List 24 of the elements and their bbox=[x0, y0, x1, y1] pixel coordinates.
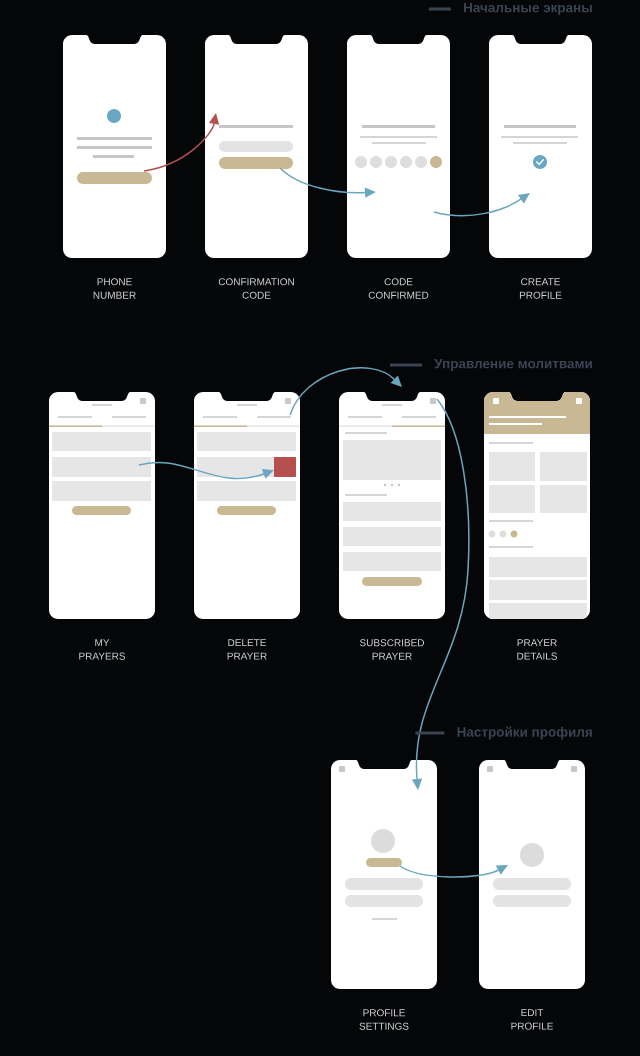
phone-mockup bbox=[331, 760, 437, 989]
arrow bbox=[399, 865, 508, 878]
section-heading: Управление молитвами bbox=[434, 358, 592, 372]
arrow bbox=[433, 193, 530, 217]
screen-label: PHONE NUMBER bbox=[93, 278, 136, 299]
screen-label: PROFILE SETTINGS bbox=[359, 1009, 409, 1030]
screen-label: EDIT PROFILE bbox=[511, 1009, 553, 1030]
phone-mockup bbox=[489, 35, 592, 258]
phone-mockup bbox=[63, 35, 166, 258]
screen-label: DELETE PRAYER bbox=[227, 639, 267, 660]
screen-label: SUBSCRIBED PRAYER bbox=[359, 639, 425, 660]
screen-label: MY PRAYERS bbox=[79, 639, 126, 660]
section-heading: Настройки профиля bbox=[457, 726, 592, 740]
button bbox=[219, 157, 293, 169]
phone-mockup bbox=[205, 35, 308, 258]
screen-label: CREATE PROFILE bbox=[519, 278, 562, 299]
phone-mockup bbox=[479, 760, 585, 989]
button bbox=[366, 858, 402, 867]
phone-mockup bbox=[347, 35, 450, 258]
screen-label: CODE CONFIRMED bbox=[368, 278, 429, 299]
screen-label: CONFIRMATION CODE bbox=[218, 278, 294, 299]
section-heading: Начальные экраны bbox=[464, 2, 592, 16]
button bbox=[77, 172, 152, 184]
screen-label: PRAYER DETAILS bbox=[517, 639, 557, 660]
